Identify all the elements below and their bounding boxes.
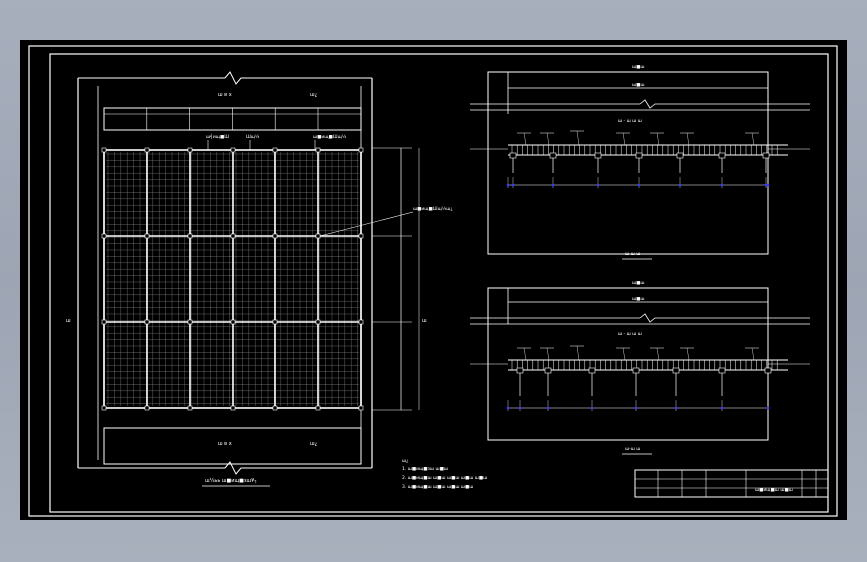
- outer-frame: [28, 45, 838, 517]
- drawing-sheet: ш в х ш¿ ш╡ищ■Ш Шщ¼ ш■ищ■Шщ¼ ш■ищ■Шщ¼ш¿ …: [20, 40, 847, 520]
- section-bottom-mid-label: ш■ш: [632, 297, 645, 302]
- section-top-note: ш - ш ш ш: [618, 119, 642, 124]
- section-bottom-title: ш-ш ш: [625, 447, 640, 452]
- section-bottom-frame: [487, 287, 769, 441]
- title-block-drawing-name: ш■ищ■ш ш■ш: [755, 488, 793, 493]
- section-top-top-label: ш■ш: [632, 65, 645, 70]
- section-bottom-note: ш - ш ш ш: [618, 332, 642, 337]
- notes-line-2: 2. ш■ищ■ш ш■ш ш■ш ш■ш ш■ш: [402, 475, 487, 481]
- plan-right-dim: ш: [422, 318, 427, 324]
- callout-2: Шщ¼: [246, 134, 260, 140]
- plan-bottom-label-right: ш¿: [310, 441, 318, 447]
- section-bottom-top-label: ш■ш: [632, 281, 645, 286]
- plan-view: ш в х ш¿ ш╡ищ■Ш Шщ¼ ш■ищ■Шщ¼ ш■ищ■Шщ¼ш¿ …: [66, 71, 453, 487]
- notes-heading: ш¿: [402, 459, 409, 464]
- cad-drawing: ш в х ш¿ ш╡ищ■Ш Шщ¼ ш■ищ■Шщ¼ ш■ищ■Шщ¼ш¿ …: [28, 45, 838, 517]
- title-block: ш■ищ■ш ш■ш: [634, 469, 829, 498]
- notes-line-3: 3. ш■ищ■ш ш■ш ш■ш ш■ш: [402, 484, 473, 490]
- plan-left-dim: ш: [66, 318, 71, 324]
- plan-top-label-right: ш¿: [310, 92, 318, 98]
- plan-bottom-label: ш в х: [218, 441, 232, 447]
- plan-title: ш¼ьь ш■ищ■зш¥┐: [205, 478, 257, 484]
- section-top-title: ш-ш ш: [625, 252, 640, 257]
- inner-frame: [49, 53, 829, 513]
- callout-4: ш■ищ■Шщ¼ш¿: [413, 206, 453, 212]
- section-top-frame: [487, 71, 769, 255]
- section-bottom: ш■ш ш■ш ш - ш ш ш ш-ш ш: [470, 281, 810, 455]
- notes: ш¿ 1. ш■ищ■зш ш■ш 2. ш■ищ■ш ш■ш ш■ш ш■ш …: [402, 459, 487, 490]
- section-top-mid-label: ш■ш: [632, 83, 645, 88]
- plan-top-label: ш в х: [218, 92, 232, 98]
- callout-1: ш╡ищ■Ш: [206, 133, 229, 140]
- section-top: ш■ш ш■ш ш - ш ш ш ш-ш ш: [470, 65, 810, 260]
- notes-line-1: 1. ш■ищ■зш ш■ш: [402, 466, 448, 472]
- callout-3: ш■ищ■Шщ¼: [313, 134, 347, 140]
